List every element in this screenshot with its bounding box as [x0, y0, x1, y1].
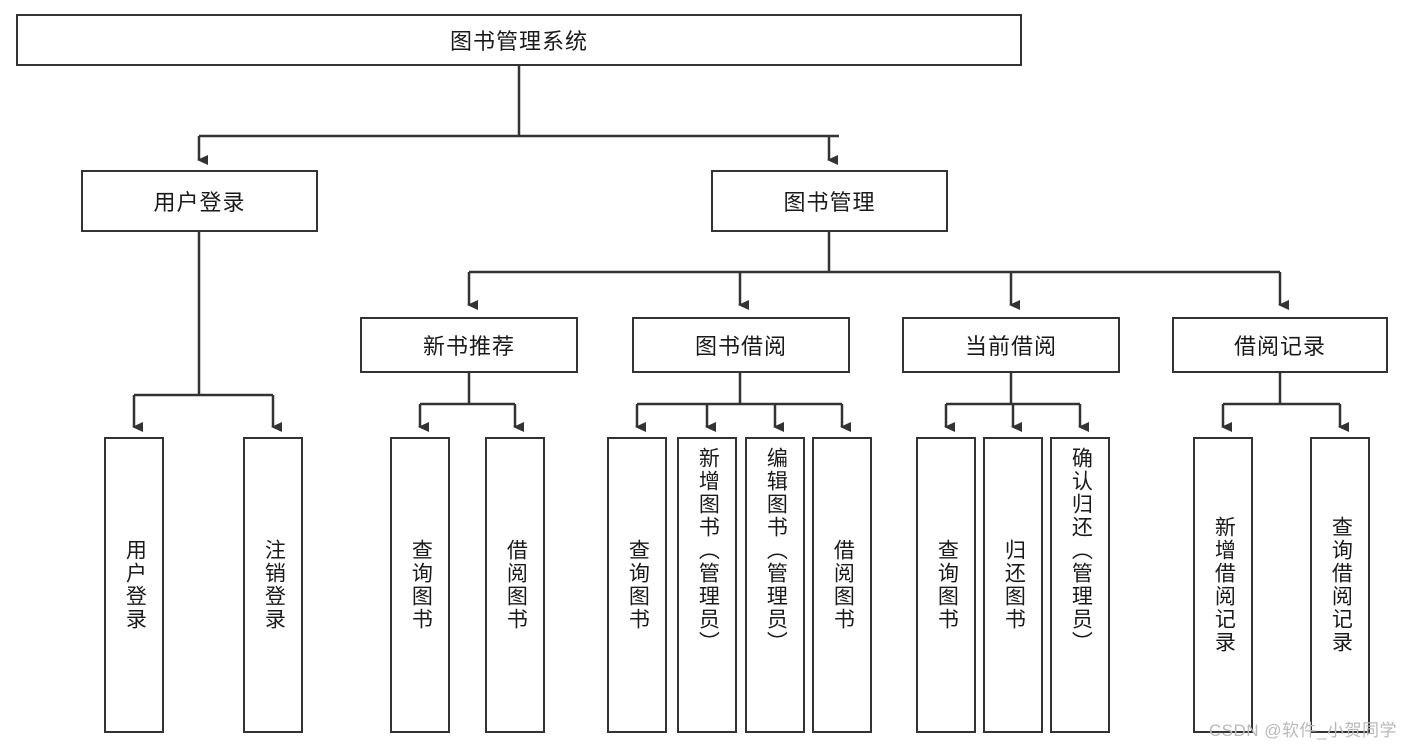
node-label: 借阅记录: [1233, 334, 1326, 359]
node-label: 图书借阅: [694, 334, 787, 359]
node-label: 注销登录: [262, 539, 286, 631]
leaf-query-book-borrow[interactable]: 查询图书: [607, 437, 667, 733]
leaf-add-borrow-record[interactable]: 新增借阅记录: [1193, 437, 1253, 733]
node-label: 归还图书: [1002, 539, 1026, 631]
node-label: 查询图书: [626, 539, 650, 631]
node-borrow-record[interactable]: 借阅记录: [1172, 317, 1388, 373]
node-label: 借阅图书: [831, 539, 855, 631]
node-label: 图书管理系统: [449, 29, 588, 54]
leaf-borrow-book-newbook[interactable]: 借阅图书: [485, 437, 545, 733]
leaf-logout-login[interactable]: 注销登录: [243, 437, 303, 733]
node-label: 用户登录: [123, 539, 147, 631]
leaf-confirm-return-admin[interactable]: 确认归还（管理员）: [1050, 437, 1110, 733]
node-user-login[interactable]: 用户登录: [81, 170, 318, 232]
leaf-query-book-newbook[interactable]: 查询图书: [390, 437, 450, 733]
leaf-add-book-admin[interactable]: 新增图书（管理员）: [677, 437, 737, 733]
leaf-edit-book-admin[interactable]: 编辑图书（管理员）: [745, 437, 805, 733]
node-label: 借阅图书: [504, 539, 528, 631]
leaf-return-book[interactable]: 归还图书: [983, 437, 1043, 733]
node-label: 确认归还（管理员）: [1069, 447, 1093, 654]
leaf-query-book-current[interactable]: 查询图书: [916, 437, 976, 733]
node-current-borrow[interactable]: 当前借阅: [902, 317, 1120, 373]
leaf-query-borrow-record[interactable]: 查询借阅记录: [1310, 437, 1370, 733]
node-label: 查询图书: [409, 539, 433, 631]
node-label: 新书推荐: [422, 334, 515, 359]
node-label: 用户登录: [153, 190, 246, 215]
node-label: 新增借阅记录: [1212, 516, 1236, 654]
node-book-borrow[interactable]: 图书借阅: [632, 317, 850, 373]
node-label: 新增图书（管理员）: [696, 447, 720, 654]
node-label: 当前借阅: [964, 334, 1057, 359]
csdn-watermark: CSDN @软件_小贺同学: [1208, 721, 1397, 740]
leaf-user-login[interactable]: 用户登录: [104, 437, 164, 733]
node-root-system[interactable]: 图书管理系统: [16, 14, 1022, 66]
node-book-management[interactable]: 图书管理: [711, 170, 948, 232]
node-label: 查询借阅记录: [1329, 516, 1353, 654]
node-label: 查询图书: [935, 539, 959, 631]
node-label: 编辑图书（管理员）: [764, 447, 788, 654]
node-new-book-recommend[interactable]: 新书推荐: [360, 317, 578, 373]
leaf-borrow-book-borrow[interactable]: 借阅图书: [812, 437, 872, 733]
node-label: 图书管理: [783, 190, 876, 215]
